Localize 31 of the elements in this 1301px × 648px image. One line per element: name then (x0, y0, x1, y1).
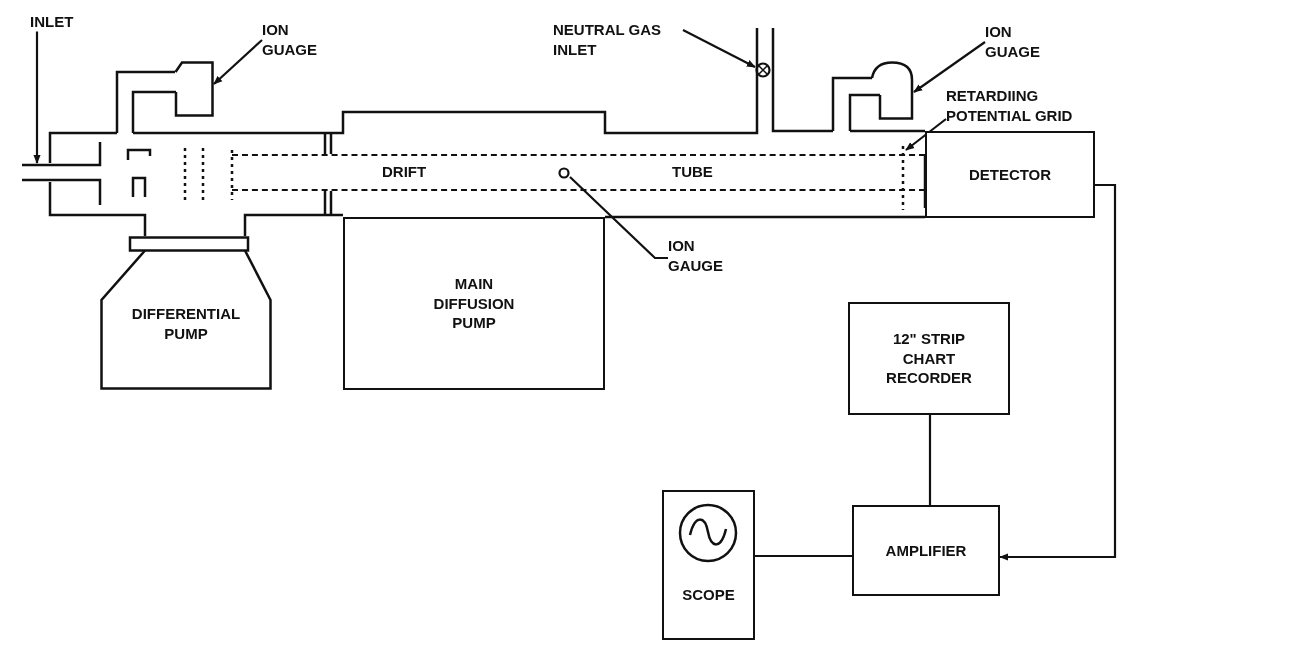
leader-line (569, 176, 668, 260)
signal-line (755, 554, 852, 558)
amplifier-box: AMPLIFIER (852, 505, 1000, 596)
callout-label: ION GAUGE (668, 236, 740, 275)
signal-line (928, 415, 932, 505)
leader-line (905, 118, 947, 151)
callout-label: ION GUAGE (985, 22, 1051, 61)
tube-label: DRIFT (382, 162, 427, 182)
ion-gauge-drawing (174, 61, 214, 117)
scope-box (662, 490, 755, 640)
scope-label: SCOPE (681, 585, 736, 605)
recorder-box: 12" STRIP CHART RECORDER (848, 302, 1010, 415)
pump-label: DIFFERENTIAL PUMP (130, 304, 242, 343)
callout-label: INLET (30, 12, 100, 32)
detector-box: DETECTOR (925, 131, 1095, 218)
inlet-arrow (33, 31, 41, 164)
gauge-icon (558, 167, 570, 179)
tube-label: TUBE (672, 162, 713, 182)
pump-box: MAIN DIFFUSION PUMP (343, 217, 605, 390)
leader-line (913, 41, 986, 93)
ion-gauge-drawing (870, 61, 914, 120)
callout-label: ION GUAGE (262, 20, 328, 59)
signal-line (999, 183, 1117, 561)
callout-label: RETARDIING POTENTIAL GRID (946, 86, 1086, 125)
grid-drawing (900, 146, 906, 210)
valve-icon (755, 62, 771, 78)
leader-line (213, 39, 263, 85)
drift-tube (232, 154, 925, 191)
leader-line (682, 29, 756, 68)
pump-body (100, 236, 272, 390)
callout-label: NEUTRAL GAS INLET (553, 20, 683, 59)
